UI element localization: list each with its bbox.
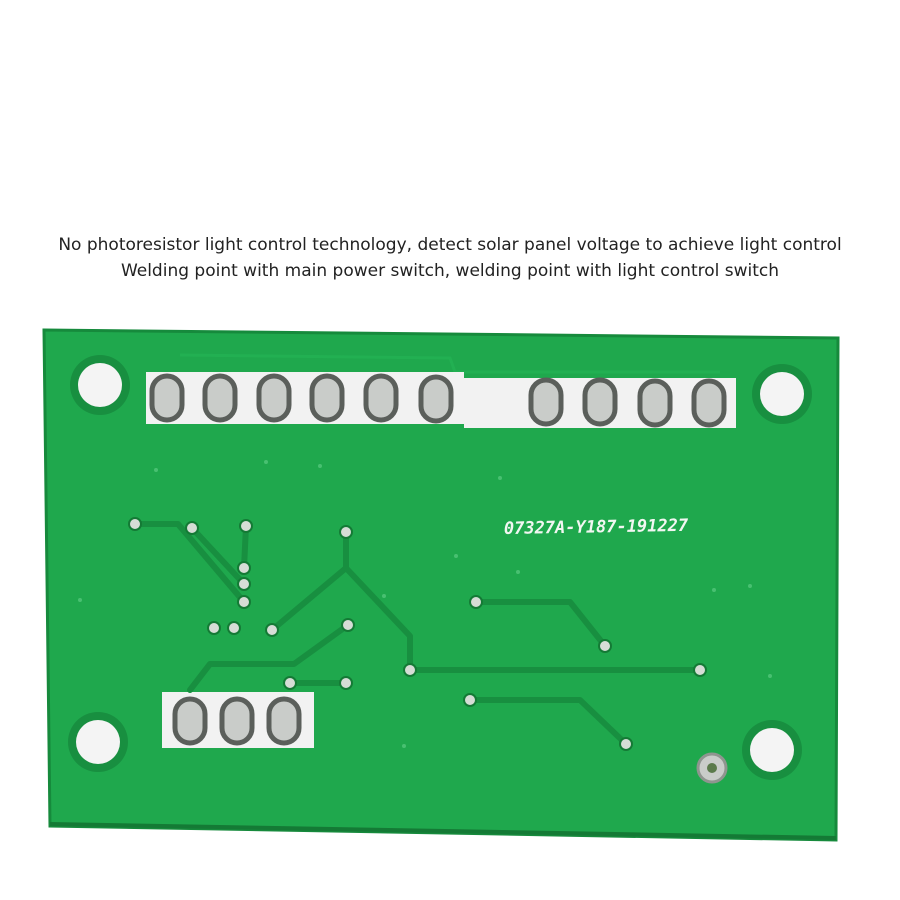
- via: [239, 519, 253, 533]
- via: [237, 595, 251, 609]
- via: [237, 561, 251, 575]
- via: [619, 737, 633, 751]
- solder-pad: [309, 373, 345, 423]
- top-header-silk-left: [146, 372, 464, 424]
- via: [265, 623, 279, 637]
- mount-hole: [750, 728, 794, 772]
- via: [227, 621, 241, 635]
- mount-hole: [760, 372, 804, 416]
- trace: [467, 697, 629, 747]
- solder-pad: [528, 377, 564, 427]
- trace: [132, 521, 247, 605]
- via: [463, 693, 477, 707]
- caption: No photoresistor light control technolog…: [0, 232, 900, 284]
- via: [283, 676, 297, 690]
- solder-pad: [691, 378, 727, 428]
- solder-pad: [266, 696, 302, 746]
- trace: [187, 622, 351, 693]
- via: [598, 639, 612, 653]
- via: [469, 595, 483, 609]
- via: [339, 525, 353, 539]
- solder-pad: [219, 696, 255, 746]
- caption-line-1: No photoresistor light control technolog…: [58, 235, 842, 255]
- solder-pad: [363, 373, 399, 423]
- solder-pad: [202, 373, 238, 423]
- solder-pad: [149, 373, 185, 423]
- solder-pad: [256, 373, 292, 423]
- via: [693, 663, 707, 677]
- via: [207, 621, 221, 635]
- board-specks: [78, 460, 772, 748]
- top-header-pads: [149, 373, 727, 428]
- mount-hole: [78, 363, 122, 407]
- solder-pad: [172, 696, 208, 746]
- via: [339, 676, 353, 690]
- pcb-edge: [49, 822, 837, 840]
- trace: [179, 353, 720, 374]
- trace: [241, 523, 249, 571]
- mount-holes: [68, 355, 812, 780]
- mount-hole: [76, 720, 120, 764]
- trace: [189, 525, 247, 587]
- test-pad-center: [707, 763, 717, 773]
- caption-line-2: Welding point with main power switch, we…: [120, 261, 780, 281]
- solder-pad: [418, 374, 454, 424]
- via: [128, 517, 142, 531]
- solder-pad: [582, 377, 618, 427]
- solder-pad: [637, 378, 673, 428]
- copper-traces: [132, 521, 703, 747]
- bottom-header-pads: [172, 696, 302, 746]
- via: [185, 521, 199, 535]
- via: [341, 618, 355, 632]
- via: [237, 577, 251, 591]
- trace: [343, 565, 703, 673]
- trace: [473, 599, 608, 649]
- silkscreen-code: 07327A-Y187-191227: [504, 516, 689, 539]
- via: [403, 663, 417, 677]
- vias: [128, 517, 707, 751]
